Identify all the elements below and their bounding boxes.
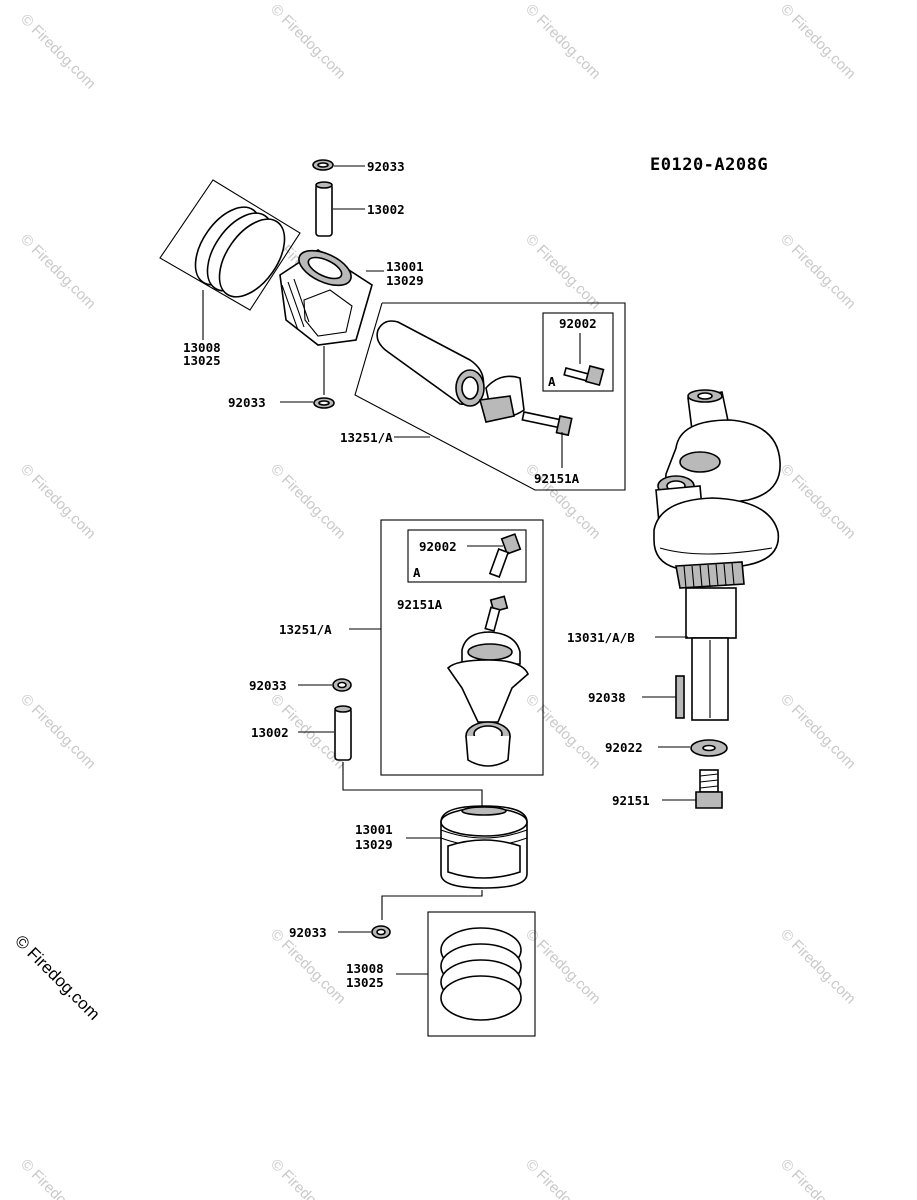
label-crank-bolt: 92151 xyxy=(612,793,650,808)
leader-line xyxy=(381,890,483,920)
piston-lower xyxy=(440,805,528,889)
piston-pin-lower xyxy=(334,707,352,761)
label-bolt-box-upper: 92002 xyxy=(559,316,597,331)
watermark: © Firedog.com xyxy=(777,926,859,1008)
watermark: © Firedog.com xyxy=(522,926,604,1008)
piston-rings-upper xyxy=(194,206,286,298)
watermark: © Firedog.com xyxy=(17,231,99,313)
circlip-upper-bottom-hole xyxy=(318,400,330,406)
piston-upper xyxy=(279,249,373,346)
watermark: © Firedog.com xyxy=(777,461,859,543)
connecting-rod-lower xyxy=(446,631,529,767)
washer-hole xyxy=(702,744,716,752)
label-box-letter-upper: A xyxy=(548,374,556,389)
watermark: © Firedog.com xyxy=(17,11,99,93)
label-rod-upper: 13251/A xyxy=(340,430,393,445)
piston-pin-upper-end xyxy=(315,181,333,189)
label-piston-lower-b: 13029 xyxy=(355,837,393,852)
label-circlip-upper-bottom: 92033 xyxy=(228,395,266,410)
label-circlip-lower-2: 92033 xyxy=(289,925,327,940)
bolt-box-upper xyxy=(542,312,614,392)
label-circlip-upper-top: 92033 xyxy=(367,159,405,174)
circlip-upper-top-hole xyxy=(317,162,329,168)
label-bolt-lower: 92151A xyxy=(397,597,443,612)
diagram-code: E0120-A208G xyxy=(650,155,768,175)
watermark: © Firedog.com xyxy=(17,461,99,543)
watermark: © Firedog.com xyxy=(777,231,859,313)
label-washer: 92022 xyxy=(605,740,643,755)
circlip-lower-2-hole xyxy=(376,928,386,936)
circlip-lower-1-hole xyxy=(337,681,347,689)
bolt-92151a-lower xyxy=(484,595,509,632)
label-piston-lower-a: 13001 xyxy=(355,822,393,837)
leader-line xyxy=(342,762,483,810)
key-92038 xyxy=(675,675,685,719)
piston-pin-upper xyxy=(315,183,333,237)
watermark: © Firedog.com xyxy=(777,691,859,773)
connecting-rod-upper-frame xyxy=(354,302,626,491)
label-piston-pin-lower: 13002 xyxy=(251,725,289,740)
watermark: © Firedog.com xyxy=(17,691,99,773)
watermark: © Firedog.com xyxy=(267,461,349,543)
bolt-92002-upper xyxy=(563,365,605,387)
ring-set-upper-frame xyxy=(159,179,301,311)
watermark: © Firedog.com xyxy=(777,1156,859,1200)
bolt-92151 xyxy=(695,769,723,809)
label-box-letter-lower: A xyxy=(413,565,421,580)
label-piston-upper-a: 13001 xyxy=(386,259,424,274)
piston-rings-lower xyxy=(440,927,522,1021)
label-rings-lower-a: 13008 xyxy=(346,961,384,976)
watermark: © Firedog.com xyxy=(522,1,604,83)
label-bolt-box-lower: 92002 xyxy=(419,539,457,554)
label-rings-upper-a: 13008 xyxy=(183,340,221,355)
label-piston-upper-b: 13029 xyxy=(386,273,424,288)
label-rings-lower-b: 13025 xyxy=(346,975,384,990)
piston-pin-lower-end xyxy=(334,705,352,713)
bolt-92002-lower xyxy=(488,533,522,578)
bolt-box-lower xyxy=(407,529,527,583)
watermark: © Firedog.com xyxy=(17,1156,99,1200)
watermark: © Firedog.com xyxy=(522,231,604,313)
label-circlip-lower-1: 92033 xyxy=(249,678,287,693)
bolt-92151a-upper xyxy=(521,411,573,437)
watermark: © Firedog.com xyxy=(522,1156,604,1200)
label-rings-upper-b: 13025 xyxy=(183,353,221,368)
label-bolt-upper: 92151A xyxy=(534,471,580,486)
label-rod-lower: 13251/A xyxy=(279,622,332,637)
crankshaft xyxy=(653,389,781,721)
watermark: © Firedog.com xyxy=(267,1,349,83)
watermark: © Firedog.com xyxy=(777,1,859,83)
connecting-rod-upper xyxy=(376,320,525,423)
label-piston-pin-upper: 13002 xyxy=(367,202,405,217)
watermark-main: © Firedog.com xyxy=(11,931,103,1023)
connecting-rod-lower-frame xyxy=(380,519,544,776)
watermark: © Firedog.com xyxy=(267,1156,349,1200)
label-key: 92038 xyxy=(588,690,626,705)
label-crankshaft: 13031/A/B xyxy=(567,630,635,645)
